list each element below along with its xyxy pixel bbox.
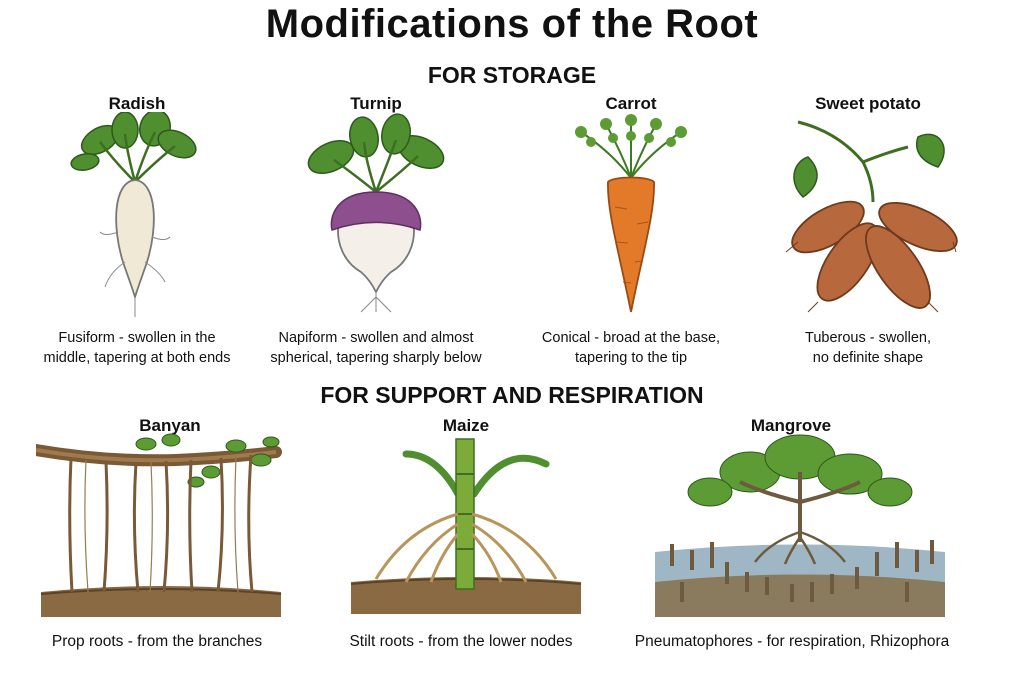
sweet-potato-caption-line1: Tuberous - swollen, <box>805 330 931 346</box>
sweet-potato-label: Sweet potato <box>815 94 921 113</box>
turnip-label: Turnip <box>350 94 402 113</box>
carrot-caption-line1: Conical - broad at the base, <box>541 330 721 346</box>
radish-illustration <box>55 112 215 322</box>
turnip-caption-line2: spherical, tapering sharply below <box>270 350 482 366</box>
radish-caption: Fusiform - swollen in the middle, taperi… <box>7 328 267 368</box>
carrot-caption-line2: tapering to the tip <box>574 350 688 366</box>
banyan-caption: Prop roots - from the branches <box>51 633 263 650</box>
banyan-illustration <box>36 432 286 622</box>
carrot-label: Carrot <box>605 94 657 113</box>
section-title-support: FOR SUPPORT AND RESPIRATION <box>320 382 704 408</box>
turnip-caption: Napiform - swollen and almost spherical,… <box>246 328 506 368</box>
banyan-label: Banyan <box>139 416 201 435</box>
radish-caption-line1: Fusiform - swollen in the <box>58 330 216 346</box>
carrot-illustration <box>551 112 711 322</box>
mangrove-illustration <box>650 432 950 627</box>
sweet-potato-caption-line2: no definite shape <box>812 350 924 366</box>
maize-caption: Stilt roots - from the lower nodes <box>349 633 573 650</box>
section-title-storage: FOR STORAGE <box>427 62 597 88</box>
carrot-caption: Conical - broad at the base, tapering to… <box>501 328 761 368</box>
mangrove-label: Mangrove <box>750 416 832 435</box>
sweet-potato-illustration <box>778 112 958 322</box>
turnip-caption-line1: Napiform - swollen and almost <box>278 330 474 346</box>
mangrove-caption: Pneumatophores - for respiration, Rhizop… <box>634 633 950 650</box>
maize-label: Maize <box>442 416 490 435</box>
radish-caption-line2: middle, tapering at both ends <box>43 350 231 366</box>
radish-label: Radish <box>108 94 166 113</box>
turnip-illustration <box>296 112 456 322</box>
page-title: Modifications of the Root <box>265 2 759 46</box>
sweet-potato-caption: Tuberous - swollen, no definite shape <box>738 328 998 368</box>
maize-illustration <box>346 434 586 619</box>
